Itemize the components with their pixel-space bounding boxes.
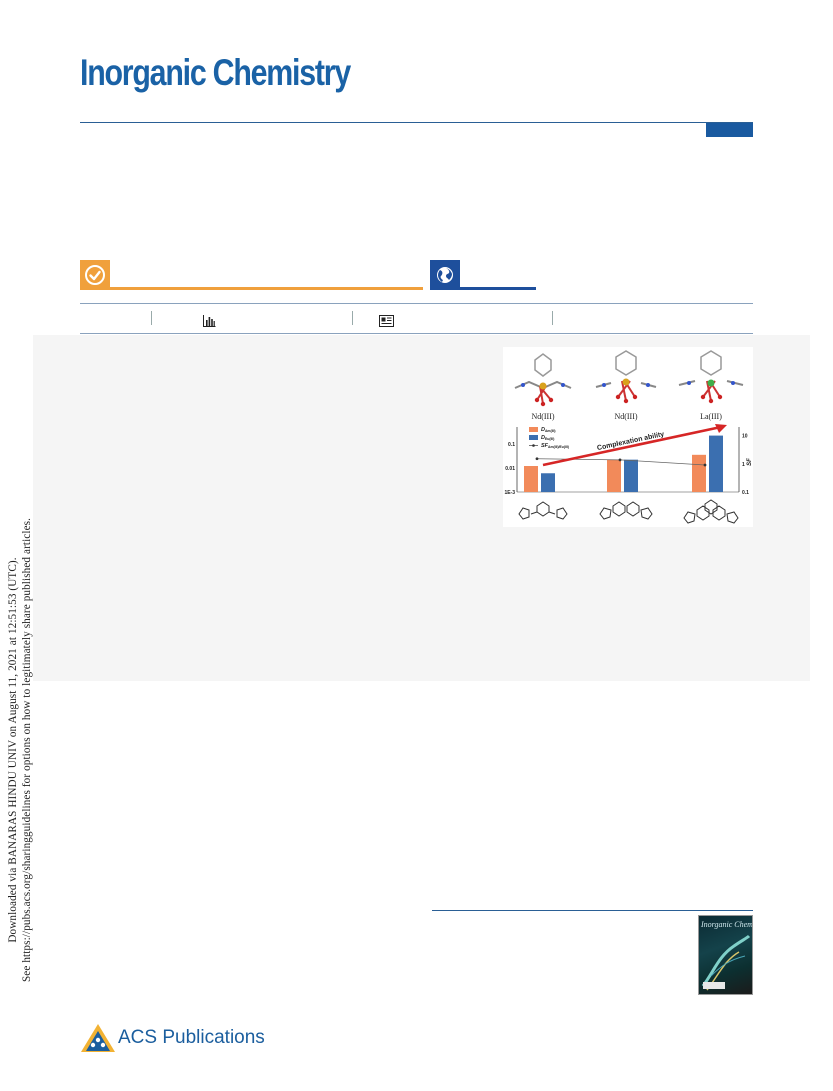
cover-art — [701, 934, 751, 991]
legend-label: SFAm(III)/Eu(III) — [541, 443, 569, 449]
sf-point — [703, 463, 707, 467]
global-access-underline — [460, 287, 536, 290]
complex-label: Nd(III) — [614, 412, 637, 421]
metrics-divider — [352, 311, 353, 325]
molecular-structures — [514, 350, 744, 407]
legend-label: DAm(III) — [541, 427, 556, 433]
complex-label: La(III) — [700, 412, 722, 421]
trend-arrowhead — [715, 424, 727, 433]
open-access-underline — [110, 287, 423, 290]
legend-label-sub: Am(III)/Eu(III) — [548, 445, 569, 449]
y2-tick-label: 1 — [742, 462, 745, 468]
sf-point — [618, 458, 622, 462]
bar — [709, 435, 723, 492]
legend-swatch — [532, 444, 535, 447]
trend-arrow — [542, 425, 722, 467]
footer-rule — [432, 910, 753, 911]
toc-graphic-svg: Nd(III)Nd(III)La(III) 0.10.011E-31010.1S… — [504, 350, 753, 524]
y-tick-label: 0.01 — [505, 466, 515, 472]
journal-cover-thumbnail[interactable]: Inorganic Chemistry — [698, 915, 753, 995]
journal-title: Inorganic Chemistry — [80, 52, 351, 93]
y-tick-label: 1E-3 — [504, 490, 515, 496]
bar — [541, 473, 555, 492]
y2-axis-label: SF — [747, 458, 753, 466]
legend-swatch — [529, 435, 538, 440]
open-access-badge[interactable] — [80, 260, 110, 290]
publisher-name: ACS Publications — [118, 1027, 265, 1048]
bar — [607, 459, 621, 492]
checkmark-icon — [85, 265, 105, 285]
metrics-divider — [151, 311, 152, 325]
complex-labels: Nd(III) Nd(III) La(III) — [531, 412, 722, 421]
article-icon[interactable] — [379, 314, 394, 332]
metrics-divider — [552, 311, 553, 325]
y-tick-label: 0.1 — [508, 442, 515, 448]
y2-tick-label: 0.1 — [742, 490, 749, 496]
bar — [692, 454, 706, 492]
download-notice: Downloaded via BANARAS HINDU UNIV on Aug… — [6, 450, 34, 1050]
legend-swatch — [529, 427, 538, 432]
legend-label-sub: Am(III) — [545, 429, 556, 433]
header-tab — [706, 123, 753, 137]
sf-point — [535, 457, 539, 461]
y2-tick-label: 10 — [742, 434, 748, 440]
bar — [524, 466, 538, 492]
bar — [624, 459, 638, 492]
globe-icon — [437, 267, 453, 283]
bar-chart-icon[interactable] — [203, 314, 216, 332]
metrics-bar-top-rule — [80, 303, 753, 304]
acs-logo[interactable] — [80, 1023, 116, 1058]
cover-title: Inorganic Chemistry — [701, 920, 753, 929]
acs-shield-icon — [81, 1024, 115, 1052]
ligand-structures — [518, 499, 739, 524]
complex-label: Nd(III) — [531, 412, 554, 421]
legend-label-sub: Eu(III) — [545, 437, 554, 441]
download-notice-line2: See https://pubs.acs.org/sharingguidelin… — [21, 517, 33, 983]
header-rule — [80, 122, 753, 123]
legend-label: DEu(III) — [541, 435, 554, 441]
global-access-badge[interactable] — [430, 260, 460, 290]
metrics-bar-bottom-rule — [80, 333, 753, 334]
download-notice-line1: Downloaded via BANARAS HINDU UNIV on Aug… — [7, 557, 19, 943]
